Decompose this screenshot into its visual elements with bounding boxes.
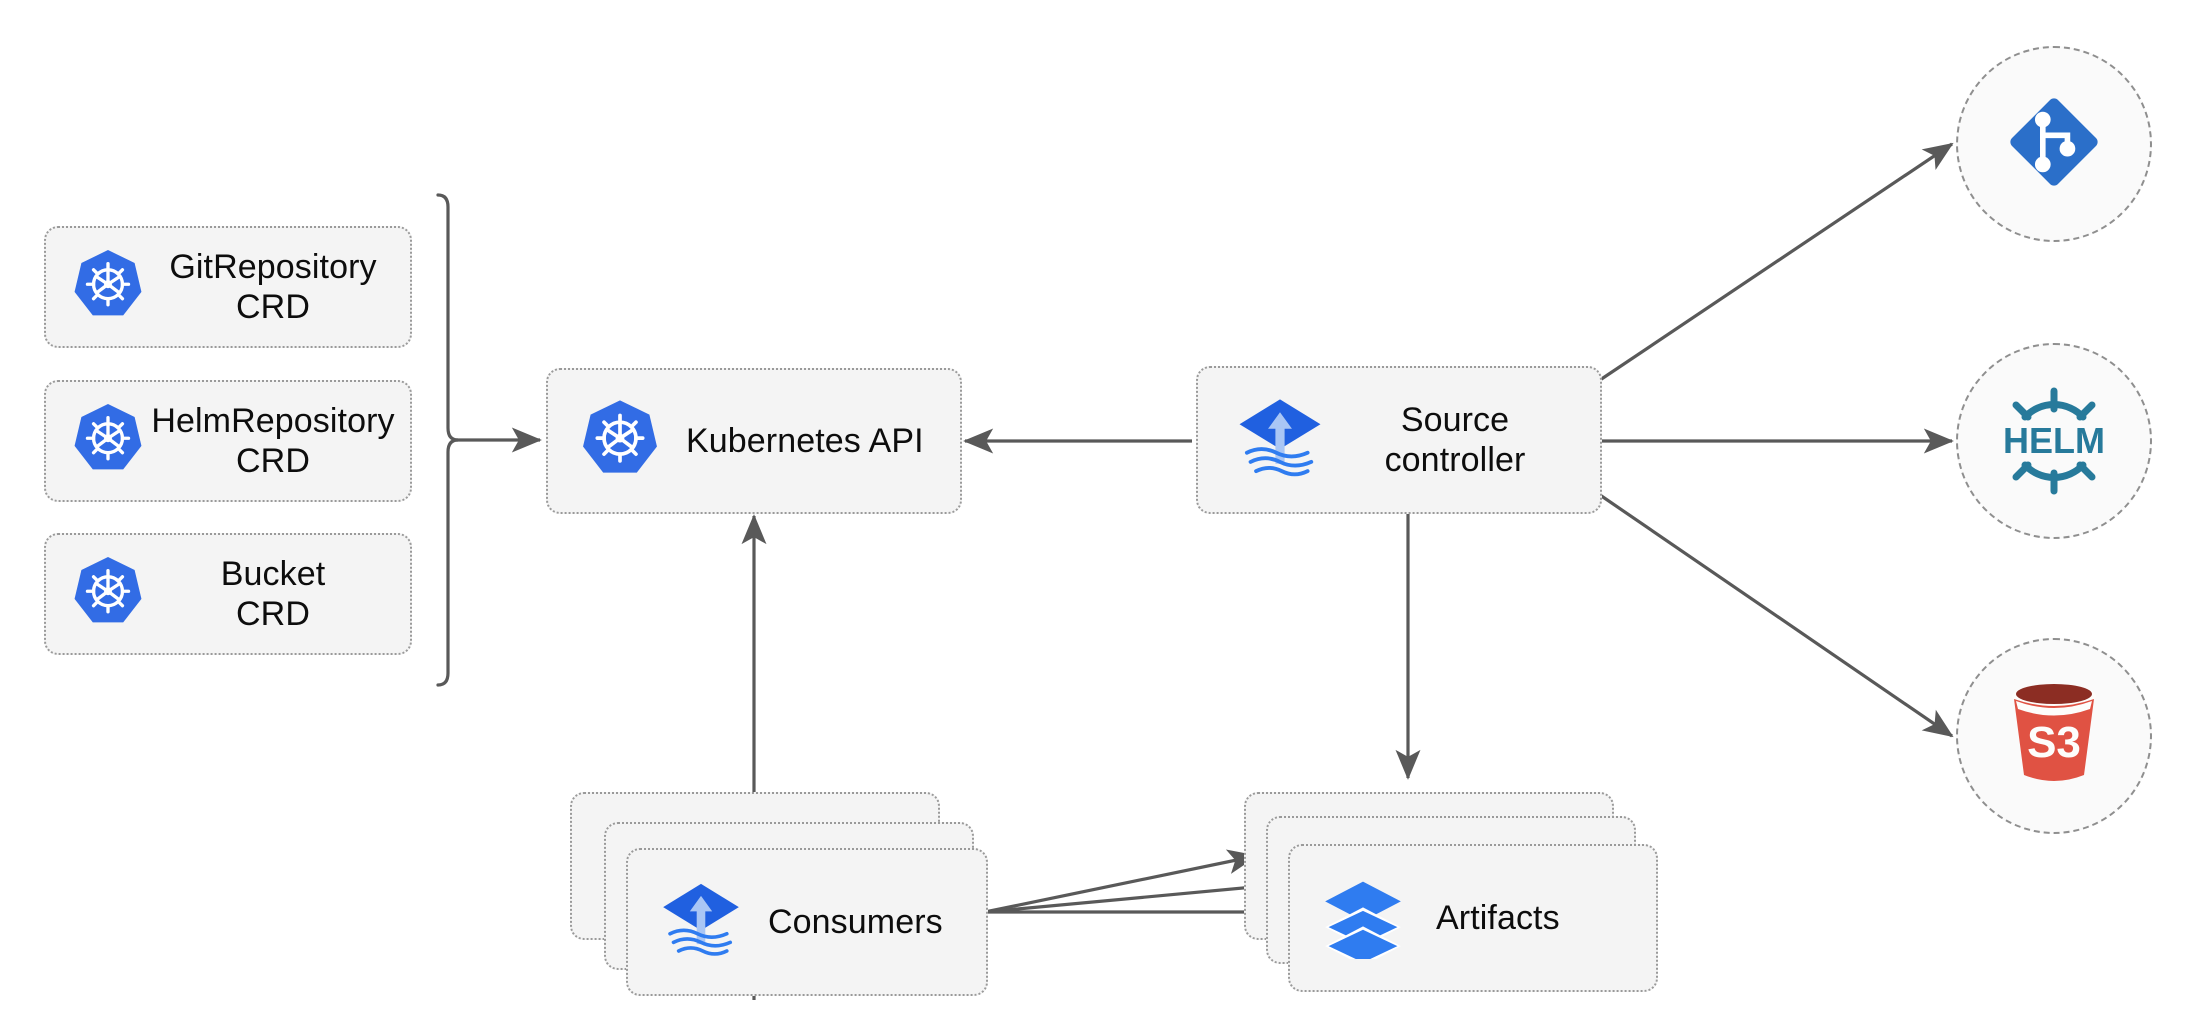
s3-bucket-icon: S3 [1993,675,2115,798]
node-label: GitRepository CRD [169,247,377,326]
s3-wordmark: S3 [2027,718,2081,767]
kubernetes-icon [70,401,146,482]
node-label: Consumers [768,902,943,941]
edge-consumers-to-artifacts-1 [984,849,1258,914]
endpoint-helm[interactable]: HELM [1956,343,2152,539]
node-artifacts[interactable]: Artifacts [1288,844,1658,992]
node-bucket-crd[interactable]: Bucket CRD [44,533,412,655]
crd-group-bracket [436,193,459,687]
helm-wordmark: HELM [2003,420,2105,461]
kubernetes-icon [578,397,662,486]
git-icon [1998,86,2110,203]
edge-consumers-to-artifacts-2 [984,874,1288,914]
node-source-controller[interactable]: Source controller [1196,366,1602,514]
kubernetes-icon [70,554,146,635]
layers-icon [1320,873,1406,966]
node-label: Source controller [1384,400,1526,479]
node-label: Artifacts [1436,898,1560,937]
endpoint-s3[interactable]: S3 [1956,638,2152,834]
endpoint-git[interactable] [1956,46,2152,242]
node-kubernetes-api[interactable]: Kubernetes API [546,368,962,514]
node-label: Bucket CRD [220,554,326,633]
kubernetes-icon [70,247,146,328]
node-label: HelmRepository CRD [151,401,395,480]
node-label: Kubernetes API [686,421,924,460]
flux-icon [658,877,744,968]
helm-icon: HELM [1989,381,2119,501]
node-consumers[interactable]: Consumers [626,848,988,996]
node-gitrepository-crd[interactable]: GitRepository CRD [44,226,412,348]
node-helmrepository-crd[interactable]: HelmRepository CRD [44,380,412,502]
edge-source-to-git [1599,142,1954,382]
edge-source-to-s3 [1599,493,1954,738]
flux-icon [1234,392,1326,489]
